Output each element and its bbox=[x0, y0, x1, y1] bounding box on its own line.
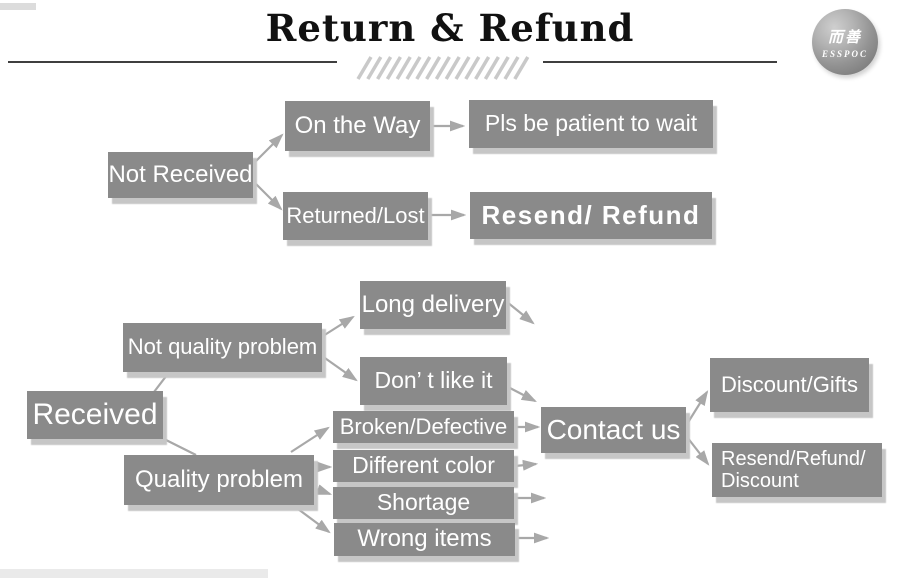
title-hatch-stroke bbox=[503, 56, 520, 80]
title-hatch-stroke bbox=[513, 56, 530, 80]
title-hatch-stroke bbox=[425, 56, 442, 80]
title-hatch-stroke bbox=[454, 56, 471, 80]
node-broken-defective: Broken/Defective bbox=[333, 411, 514, 443]
connector-contact-us-to-discount-gifts bbox=[686, 390, 709, 425]
title-hatch-stroke bbox=[483, 56, 500, 80]
connector-quality-problem-to-broken-defective bbox=[290, 426, 330, 453]
title-hatch-stroke bbox=[395, 56, 412, 80]
connector-not-quality-problem-to-dont-like-it bbox=[321, 355, 358, 382]
connector-quality-problem-to-shortage bbox=[315, 484, 333, 496]
connector-different-color-out bbox=[514, 459, 539, 471]
node-wrong-items: Wrong items bbox=[334, 523, 515, 556]
node-resend-refund-discount: Resend/Refund/ Discount bbox=[712, 443, 882, 497]
node-different-color: Different color bbox=[333, 450, 514, 482]
title-hatch-stroke bbox=[376, 56, 393, 80]
node-not-quality-problem: Not quality problem bbox=[123, 323, 322, 372]
title-hatch-stroke bbox=[464, 56, 481, 80]
title-hatch-stroke bbox=[474, 56, 491, 80]
node-not-received: Not Received bbox=[108, 152, 253, 198]
connector-not-received-to-returned-lost bbox=[255, 183, 283, 211]
title-hatch-stroke bbox=[366, 56, 383, 80]
node-received: Received bbox=[27, 391, 163, 439]
node-dont-like-it: Don’ t like it bbox=[360, 357, 507, 405]
connector-received-to-quality-problem bbox=[161, 437, 197, 456]
node-contact-us: Contact us bbox=[541, 407, 686, 453]
title-hatch-stroke bbox=[493, 56, 510, 80]
connector-dont-like-it-to-contact-us bbox=[507, 386, 537, 403]
page-edge-artifact-bottom bbox=[0, 569, 268, 578]
title-hatch-stroke bbox=[444, 56, 461, 80]
connector-quality-problem-to-wrong-items bbox=[293, 505, 331, 534]
node-on-the-way: On the Way bbox=[285, 101, 430, 151]
node-quality-problem: Quality problem bbox=[124, 455, 314, 505]
logo-brand-text: ESSPOC bbox=[821, 48, 868, 59]
title-hatch-stroke bbox=[405, 56, 422, 80]
node-resend-refund: Resend/ Refund bbox=[470, 192, 712, 239]
connector-received-to-not-quality-problem bbox=[153, 370, 171, 393]
esspoc-logo: 而善 ESSPOC bbox=[812, 9, 878, 75]
node-returned-lost: Returned/Lost bbox=[283, 192, 428, 240]
title-hatch-stroke bbox=[385, 56, 402, 80]
node-discount-gifts: Discount/Gifts bbox=[710, 358, 869, 412]
node-shortage: Shortage bbox=[333, 487, 514, 519]
connector-not-received-to-on-the-way bbox=[255, 133, 284, 162]
title-hatch-stroke bbox=[434, 56, 451, 80]
page-title: Return & Refund bbox=[265, 6, 635, 50]
connector-contact-us-to-resend-refund-discount bbox=[686, 436, 710, 466]
logo-chinese-text: 而善 bbox=[827, 29, 862, 46]
title-hatch-stroke bbox=[415, 56, 432, 80]
connector-not-quality-problem-to-long-delivery bbox=[322, 315, 355, 337]
node-long-delivery: Long delivery bbox=[360, 281, 506, 329]
page-edge-artifact-top bbox=[0, 3, 36, 10]
connector-long-delivery-out bbox=[506, 301, 535, 325]
node-pls-be-patient: Pls be patient to wait bbox=[469, 100, 713, 148]
title-hatch-stroke bbox=[356, 56, 373, 80]
